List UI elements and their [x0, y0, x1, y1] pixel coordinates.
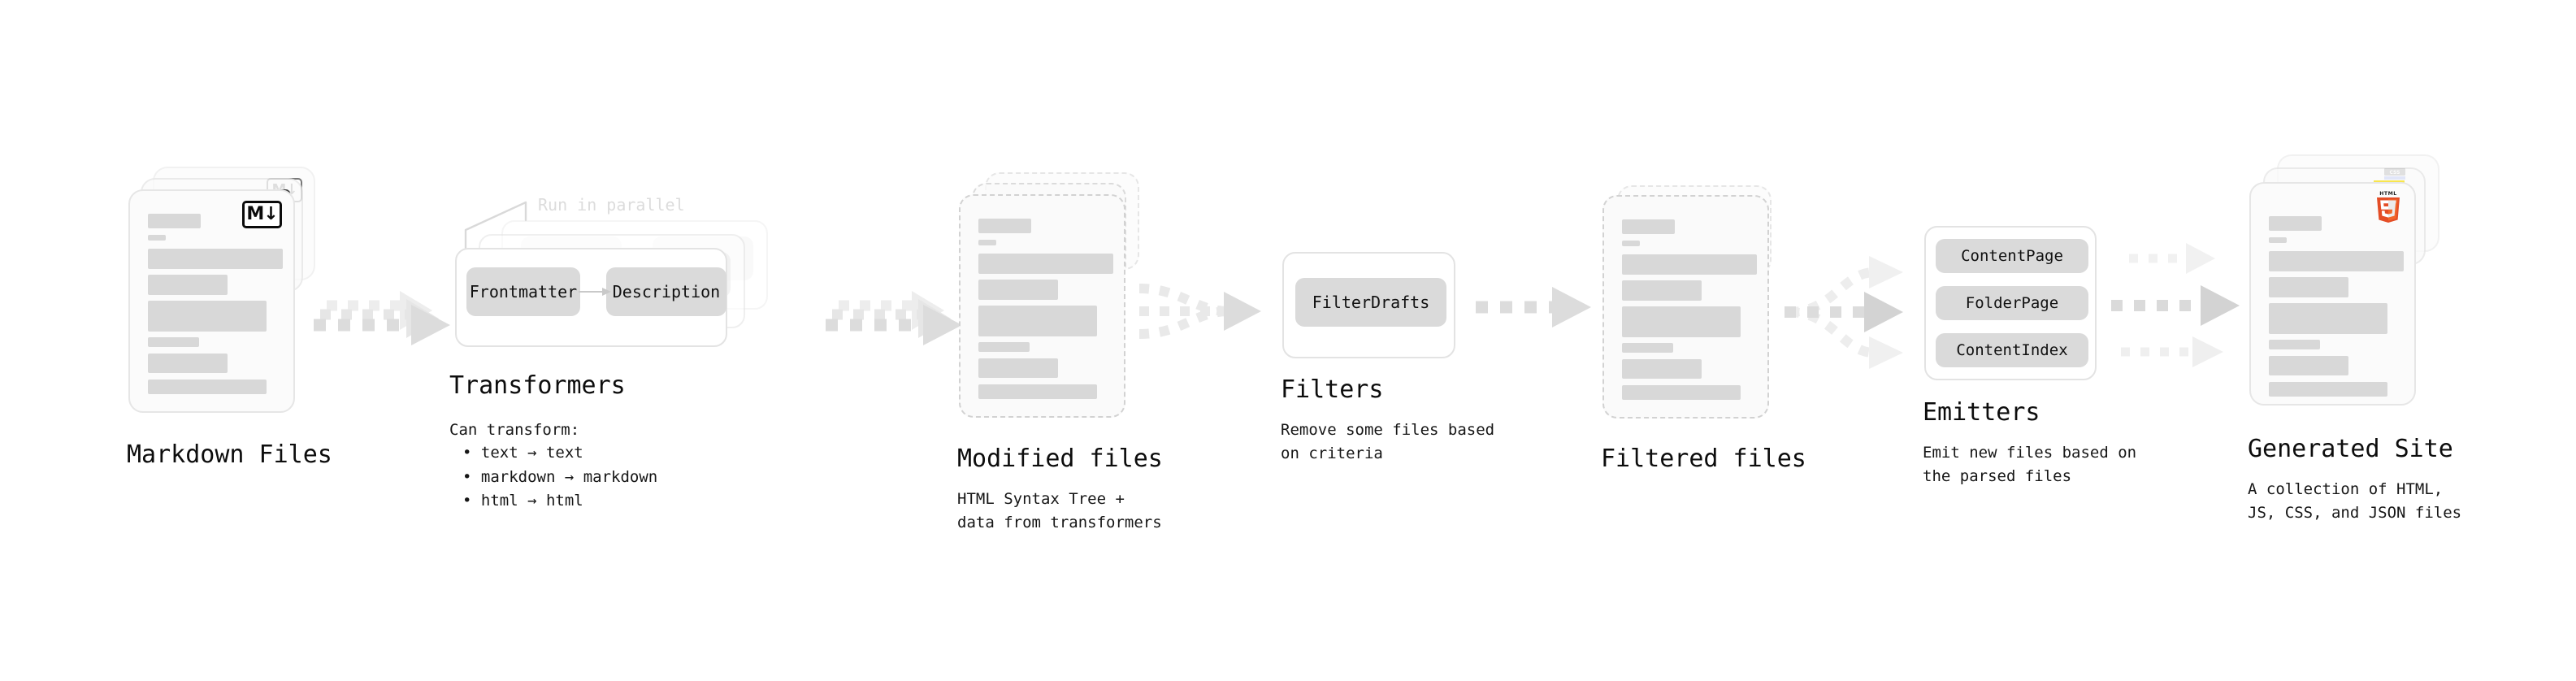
modified-card-skeleton — [961, 196, 1124, 416]
run-in-parallel-label: Run in parallel — [538, 195, 685, 215]
stage-title-transformers: Transformers — [449, 371, 626, 400]
stage-desc-transformers: Can transform: — [449, 421, 580, 439]
skeleton-bar — [978, 384, 1097, 399]
transformer-inner-arrow — [579, 288, 611, 296]
html5-icon-label: HTML — [2379, 191, 2397, 197]
arrowhead — [2192, 336, 2223, 367]
arrowhead — [923, 305, 962, 345]
arrowhead — [1552, 287, 1591, 327]
skeleton-bar — [1622, 306, 1741, 337]
skeleton-bar — [1622, 385, 1741, 400]
markdown-icon-arrow: ↓ — [263, 204, 278, 224]
skeleton-bar — [2269, 340, 2320, 349]
site-card-html: HTML — [2249, 182, 2416, 406]
skeleton-bar — [2269, 356, 2348, 375]
arrowhead — [1869, 256, 1903, 288]
filtered-file-stack — [1602, 185, 1789, 445]
transformers-bullet-list: • text → text • markdown → markdown • ht… — [462, 441, 657, 514]
skeleton-bar — [148, 214, 201, 228]
stage-desc-modified-files: HTML Syntax Tree + data from transformer… — [957, 490, 1162, 531]
emitter-chip-contentindex[interactable]: ContentIndex — [1936, 333, 2088, 367]
skeleton-bar — [148, 301, 267, 332]
stage-desc-emitters: Emit new files based on the parsed files — [1923, 444, 2137, 485]
skeleton-bar — [2269, 237, 2287, 243]
markdown-card-skeleton — [130, 191, 293, 411]
modified-file-stack — [959, 172, 1146, 432]
stage-title-emitters: Emitters — [1923, 398, 2040, 427]
stage-title-filters: Filters — [1281, 375, 1384, 404]
site-card-skeleton — [2251, 184, 2414, 404]
stage-title-filtered-files: Filtered files — [1601, 445, 1806, 473]
transformer-box-front: Frontmatter Description — [455, 248, 727, 347]
skeleton-bar — [2269, 303, 2387, 334]
emitter-chip-contentpage[interactable]: ContentPage — [1936, 239, 2088, 273]
connector-modified-to-filters — [1138, 284, 1261, 339]
bullet-item: • text → text — [462, 444, 583, 462]
stage-filtered-files: Filtered files — [1601, 185, 1806, 471]
connector-transformers-to-modified — [826, 291, 962, 345]
stage-modified-files: Modified files HTML Syntax Tree + data f… — [957, 172, 1163, 531]
skeleton-bar — [978, 306, 1097, 336]
filtered-card-front — [1602, 195, 1769, 419]
markdown-icon-letter: M — [246, 204, 264, 224]
stage-title-markdown-files: Markdown Files — [127, 440, 332, 469]
arrowhead — [1869, 336, 1903, 369]
arrowhead — [1864, 292, 1903, 332]
connector-filters-to-filtered — [1476, 287, 1591, 327]
stage-desc-filters: Remove some files based on criteria — [1281, 421, 1495, 462]
skeleton-bar — [148, 235, 166, 241]
run-in-parallel-bracket — [464, 201, 527, 249]
skeleton-bar — [148, 275, 228, 295]
skeleton-bar — [1622, 343, 1673, 353]
markdown-file-stack: M↓ M↓ M↓ — [128, 167, 315, 431]
filters-box: FilterDrafts — [1282, 252, 1455, 358]
stage-markdown-files: M↓ M↓ M↓ — [127, 167, 332, 467]
connector-markdown-to-transformers — [314, 291, 450, 345]
skeleton-bar — [148, 249, 283, 269]
skeleton-bar — [2269, 382, 2387, 397]
transformer-chip-description[interactable]: Description — [606, 267, 726, 316]
skeleton-bar — [978, 280, 1058, 300]
skeleton-bar — [2269, 277, 2348, 297]
filter-chip-filterdrafts[interactable]: FilterDrafts — [1295, 278, 1446, 327]
stage-title-generated-site: Generated Site — [2248, 435, 2453, 463]
skeleton-bar — [2269, 251, 2404, 271]
skeleton-bar — [1622, 359, 1702, 379]
skeleton-bar — [148, 354, 228, 373]
skeleton-bar — [148, 380, 267, 394]
modified-card-front — [959, 194, 1125, 418]
filtered-card-skeleton — [1604, 197, 1767, 417]
skeleton-bar — [978, 240, 996, 245]
skeleton-bar — [2269, 216, 2322, 231]
skeleton-bar — [1622, 254, 1757, 275]
skeleton-bar — [978, 358, 1058, 378]
skeleton-bar — [148, 337, 199, 347]
html5-icon: HTML — [2374, 189, 2402, 224]
generated-site-stack: CSS JS — [2249, 154, 2444, 423]
arrowhead — [2186, 243, 2215, 274]
emitter-chip-folderpage[interactable]: FolderPage — [1936, 286, 2088, 320]
connector-filtered-to-emitters — [1785, 256, 1903, 369]
skeleton-bar — [1622, 280, 1702, 301]
stage-generated-site: CSS JS — [2248, 154, 2461, 522]
connector-emitters-to-site — [2111, 243, 2240, 367]
skeleton-bar — [978, 342, 1030, 352]
transformer-chip-frontmatter[interactable]: Frontmatter — [466, 267, 580, 316]
arrowhead — [1224, 292, 1261, 331]
skeleton-bar — [978, 254, 1113, 274]
bullet-item: • markdown → markdown — [462, 467, 658, 486]
arrowhead — [2201, 285, 2240, 326]
markdown-icon: M↓ — [242, 201, 282, 228]
emitters-box: ContentPage FolderPage ContentIndex — [1924, 226, 2097, 380]
skeleton-bar — [978, 219, 1031, 233]
bullet-item: • html → html — [462, 492, 583, 510]
stage-title-modified-files: Modified files — [957, 445, 1163, 473]
stage-desc-generated-site: A collection of HTML, JS, CSS, and JSON … — [2248, 480, 2462, 522]
markdown-card-front: M↓ — [128, 189, 295, 413]
arrowhead — [411, 305, 450, 345]
skeleton-bar — [1622, 241, 1640, 246]
skeleton-bar — [1622, 219, 1675, 234]
